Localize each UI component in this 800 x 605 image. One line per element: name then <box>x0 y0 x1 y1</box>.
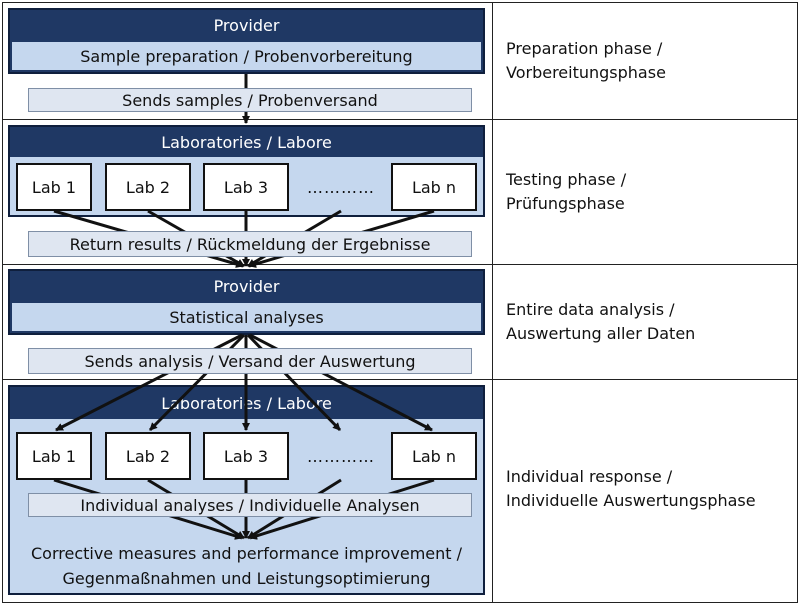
provider-header-1: Provider <box>213 15 280 35</box>
testing-phase-line-2: Prüfungsphase <box>506 194 625 213</box>
provider-box-2: Provider Statistical analyses <box>8 269 485 335</box>
more-labs-ellipsis-response: ………… <box>307 446 375 466</box>
statistical-analyses-band: Statistical analyses <box>10 301 483 333</box>
provider-header-2: Provider <box>213 276 280 296</box>
row-analysis-right <box>492 264 798 380</box>
lab-2-box-response: Lab 2 <box>105 432 191 480</box>
laboratories-header-1: Laboratories / Labore <box>161 132 332 152</box>
preparation-phase-line-1: Preparation phase / <box>506 39 663 58</box>
lab-1-box-response: Lab 1 <box>16 432 92 480</box>
individual-response-phase-line-1: Individual response / <box>506 467 673 486</box>
sends-samples-bar-overlay: Sends samples / Probenversand <box>28 88 472 112</box>
corrective-measures-line-2: Gegenmaßnahmen und Leistungsoptimierung <box>62 569 431 588</box>
preparation-phase-line-2: Vorbereitungsphase <box>506 63 666 82</box>
testing-phase-line-1: Testing phase / <box>506 170 627 189</box>
lab-3-box-response: Lab 3 <box>203 432 289 480</box>
data-analysis-phase-line-2: Auswertung aller Daten <box>506 324 696 343</box>
testing-phase-label: Testing phase / Prüfungsphase <box>506 168 791 216</box>
row-preparation-right <box>492 2 798 120</box>
return-results-bar-overlay: Return results / Rückmeldung der Ergebni… <box>28 231 472 257</box>
corrective-measures-text: Corrective measures and performance impr… <box>10 540 483 592</box>
corrective-measures-line-1: Corrective measures and performance impr… <box>30 544 463 563</box>
sends-analysis-bar-overlay: Sends analysis / Versand der Auswertung <box>28 348 472 374</box>
lab-n-box: Lab n <box>391 163 477 211</box>
individual-response-phase-line-2: Individuelle Auswertungsphase <box>506 491 756 510</box>
sample-preparation-band: Sample preparation / Probenvorbereitung <box>10 40 483 72</box>
provider-box-1: Provider Sample preparation / Probenvorb… <box>8 8 485 74</box>
individual-analyses-bar-overlay: Individual analyses / Individuelle Analy… <box>28 493 472 517</box>
lab-3-box: Lab 3 <box>203 163 289 211</box>
lab-2-box: Lab 2 <box>105 163 191 211</box>
individual-response-phase-label: Individual response / Individuelle Auswe… <box>506 465 791 513</box>
preparation-phase-label: Preparation phase / Vorbereitungsphase <box>506 37 791 85</box>
lab-1-box: Lab 1 <box>16 163 92 211</box>
data-analysis-phase-line-1: Entire data analysis / <box>506 300 675 319</box>
row-testing-right <box>492 119 798 265</box>
data-analysis-phase-label: Entire data analysis / Auswertung aller … <box>506 298 791 346</box>
row-response-right <box>492 379 798 603</box>
more-labs-ellipsis: ………… <box>307 177 375 197</box>
lab-n-box-response: Lab n <box>391 432 477 480</box>
